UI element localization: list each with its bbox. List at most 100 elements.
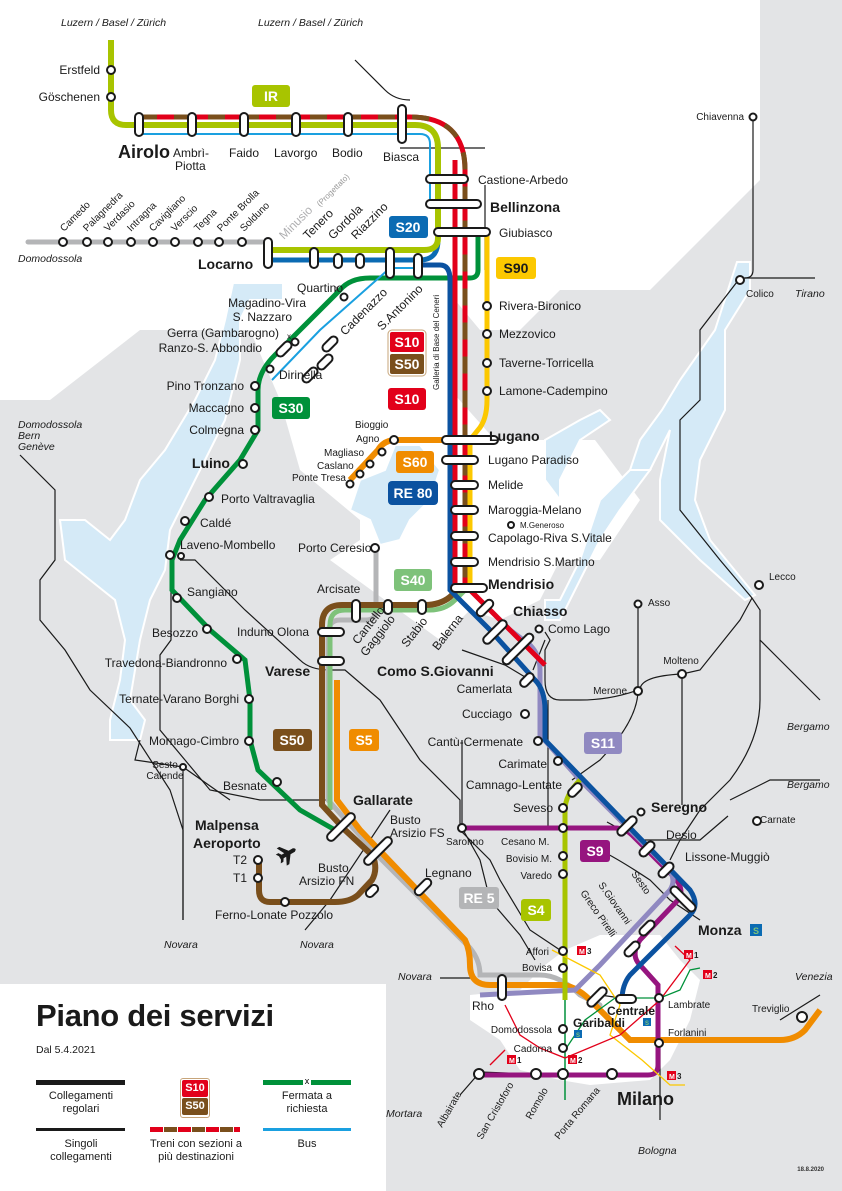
svg-text:M: M	[705, 973, 711, 980]
svg-text:Pino Tronzano: Pino Tronzano	[167, 379, 245, 393]
svg-text:Centrale: Centrale	[607, 1004, 655, 1018]
svg-text:S30: S30	[279, 400, 304, 416]
svg-text:Locarno: Locarno	[198, 256, 253, 272]
svg-text:Bologna: Bologna	[638, 1145, 677, 1157]
svg-text:Laveno-Mombello: Laveno-Mombello	[180, 538, 276, 552]
svg-text:S60: S60	[403, 454, 428, 470]
svg-text:Carimate: Carimate	[498, 757, 547, 771]
svg-text:Mendrisio S.Martino: Mendrisio S.Martino	[488, 555, 595, 569]
svg-text:M: M	[570, 1058, 576, 1065]
svg-text:S50: S50	[395, 356, 420, 372]
legend-bus-label: Bus	[297, 1138, 317, 1150]
svg-text:Rivera-Bironico: Rivera-Bironico	[499, 299, 581, 313]
airplane-icon	[275, 846, 296, 866]
svg-text:Venezia: Venezia	[795, 971, 833, 983]
svg-text:Lambrate: Lambrate	[668, 1000, 711, 1011]
badge-s11: S11	[584, 732, 622, 754]
svg-text:S. Nazzaro: S. Nazzaro	[233, 310, 293, 324]
svg-text:Mornago-Cimbro: Mornago-Cimbro	[149, 734, 239, 748]
s-bahn-icon-garibaldi: S	[574, 1030, 582, 1039]
svg-text:Bovisa: Bovisa	[522, 963, 552, 974]
legend-split-label: Treni con sezioni a più destinazioni	[150, 1138, 242, 1163]
svg-text:Camnago-Lentate: Camnago-Lentate	[466, 778, 562, 792]
svg-text:S: S	[576, 1033, 580, 1039]
svg-text:Chiasso: Chiasso	[513, 603, 567, 619]
svg-text:2: 2	[578, 1056, 583, 1065]
svg-text:Gerra (Gambarogno): Gerra (Gambarogno)	[167, 326, 279, 340]
badge-s50: S50	[273, 729, 312, 751]
svg-text:Bodio: Bodio	[332, 146, 363, 160]
svg-text:Rho: Rho	[472, 999, 494, 1013]
svg-text:Erstfeld: Erstfeld	[59, 63, 100, 77]
regional-lines	[19, 59, 821, 1120]
svg-text:Chiavenna: Chiavenna	[696, 112, 744, 123]
svg-text:Colmegna: Colmegna	[189, 423, 244, 437]
svg-text:Castione-Arbedo: Castione-Arbedo	[478, 173, 568, 187]
svg-text:Bern: Bern	[18, 430, 40, 442]
svg-text:Albairate: Albairate	[435, 1089, 464, 1129]
svg-text:Besnate: Besnate	[223, 779, 267, 793]
legend-split-line	[150, 1127, 240, 1132]
svg-text:M: M	[669, 1074, 675, 1081]
svg-text:Bovisio M.: Bovisio M.	[506, 854, 552, 865]
svg-text:Quartino: Quartino	[297, 281, 343, 295]
request-stop-markers: x x	[287, 284, 339, 341]
svg-text:Legnano: Legnano	[425, 866, 472, 880]
svg-text:RE 5: RE 5	[463, 890, 494, 906]
svg-text:S: S	[645, 1021, 649, 1027]
svg-text:Tirano: Tirano	[795, 288, 825, 300]
svg-text:Domodossola: Domodossola	[491, 1025, 553, 1036]
svg-text:IR: IR	[264, 88, 278, 104]
svg-text:Novara: Novara	[164, 939, 198, 951]
svg-text:Maccagno: Maccagno	[189, 401, 245, 415]
svg-text:Galleria di Base del Ceneri: Galleria di Base del Ceneri	[432, 295, 441, 390]
legend-request-marker: x	[303, 1075, 311, 1087]
svg-text:Molteno: Molteno	[663, 656, 699, 667]
badge-s40: S40	[394, 569, 432, 591]
svg-text:Arsizio FS: Arsizio FS	[390, 826, 445, 840]
svg-text:M: M	[579, 949, 585, 956]
svg-text:Ternate-Varano Borghi: Ternate-Varano Borghi	[119, 692, 239, 706]
svg-text:Mendrisio: Mendrisio	[488, 576, 554, 592]
svg-text:Busto: Busto	[318, 861, 349, 875]
station-circles	[58, 65, 808, 1080]
svg-text:Porto Valtravaglia: Porto Valtravaglia	[221, 492, 315, 506]
badge-s9: S9	[580, 840, 610, 862]
svg-text:S20: S20	[396, 219, 421, 235]
line-s5	[334, 680, 823, 1043]
line-re80	[420, 262, 698, 1001]
svg-text:Biasca: Biasca	[383, 150, 419, 164]
svg-text:Ponte Tresa: Ponte Tresa	[292, 473, 346, 484]
svg-text:S10: S10	[395, 334, 420, 350]
lago-di-lugano-east	[544, 408, 612, 503]
legend-single-label: Singoli collegamenti	[50, 1138, 112, 1163]
svg-text:Besozzo: Besozzo	[152, 626, 198, 640]
svg-text:S90: S90	[504, 260, 529, 276]
svg-text:Asso: Asso	[648, 598, 671, 609]
svg-text:Malpensa: Malpensa	[195, 817, 259, 833]
svg-text:T1: T1	[233, 871, 247, 885]
svg-text:Bergamo: Bergamo	[787, 721, 830, 733]
svg-text:Luzern / Basel / Zürich: Luzern / Basel / Zürich	[258, 17, 363, 29]
svg-text:Novara: Novara	[300, 939, 334, 951]
svg-text:Taverne-Torricella: Taverne-Torricella	[499, 356, 594, 370]
svg-text:RE 80: RE 80	[394, 485, 433, 501]
svg-text:Ranzo-S. Abbondio: Ranzo-S. Abbondio	[159, 341, 263, 355]
svg-text:Dirinella: Dirinella	[279, 368, 323, 382]
legend-bus-line	[263, 1128, 351, 1131]
svg-text:Arsizio FN: Arsizio FN	[299, 874, 354, 888]
lago-maggiore	[58, 282, 284, 741]
svg-text:San Cristoforo: San Cristoforo	[475, 1080, 517, 1141]
legend-regular-label: Collegamenti regolari	[48, 1090, 114, 1115]
svg-text:Giubiasco: Giubiasco	[499, 226, 553, 240]
svg-text:2: 2	[713, 971, 718, 980]
svg-text:Lissone-Muggiò: Lissone-Muggiò	[685, 850, 770, 864]
svg-text:Sesto: Sesto	[629, 869, 653, 897]
line-bus-2	[271, 267, 415, 381]
valid-from-date: Dal 5.4.2021	[36, 1044, 96, 1056]
svg-text:S40: S40	[401, 572, 426, 588]
